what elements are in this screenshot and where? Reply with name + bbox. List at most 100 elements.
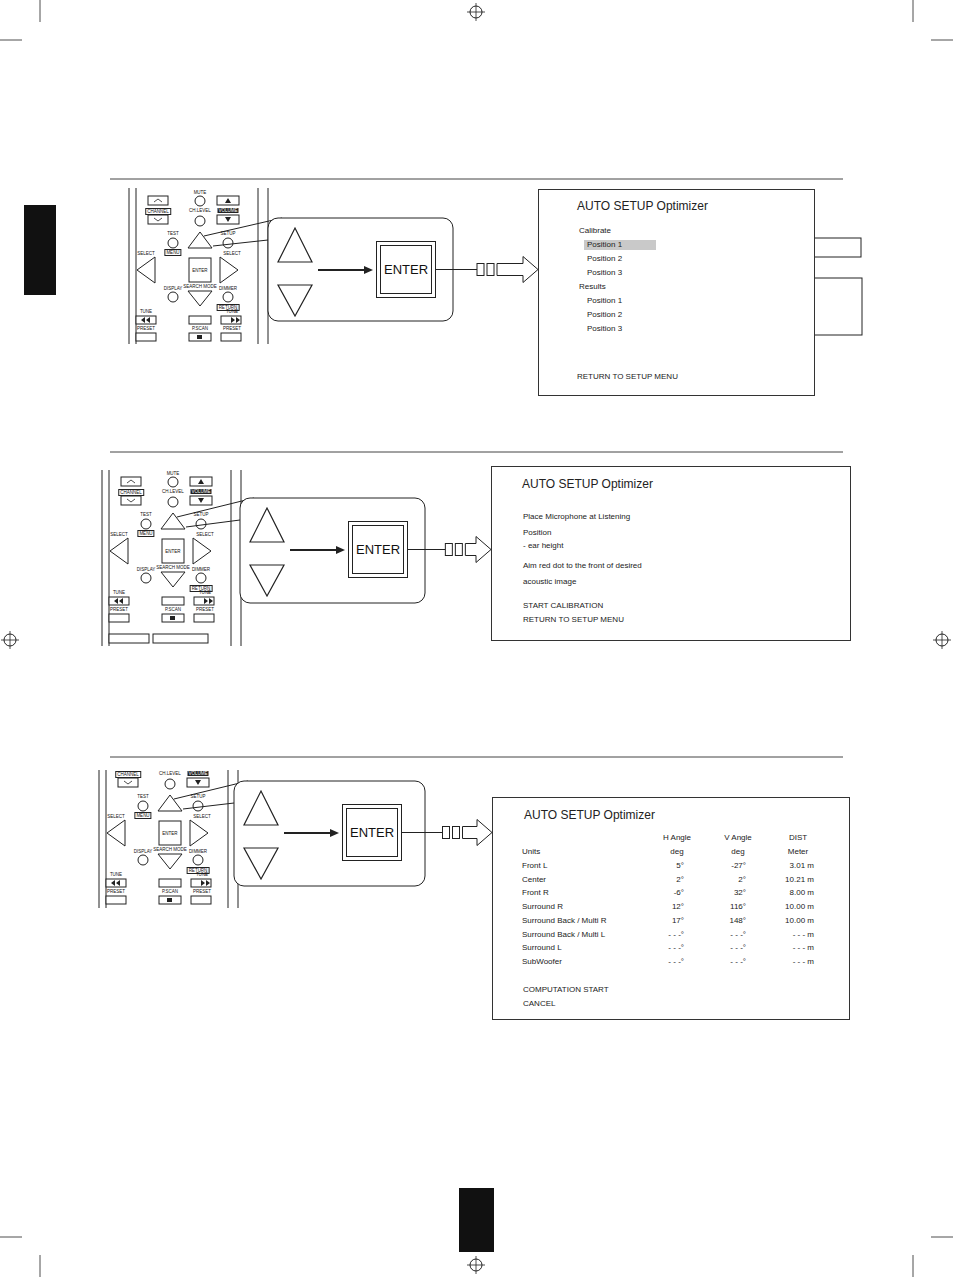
button-label: SETUP (189, 794, 206, 799)
remote-button (221, 333, 241, 341)
table-cell: 2° (676, 875, 684, 885)
button-label: DISPLAY (133, 849, 154, 854)
button-label: TEST (166, 231, 180, 236)
button-label: P.SCAN (164, 607, 182, 612)
remote-button (189, 316, 211, 324)
button-glyph (197, 335, 202, 339)
remote-button (161, 572, 185, 587)
button-label: PRESET (136, 326, 156, 331)
remote-control (102, 470, 241, 646)
language-tab (24, 205, 56, 295)
remote-button (168, 497, 178, 507)
up-button (244, 791, 278, 825)
table-cell: - - - m (793, 943, 814, 953)
button-label: MENU (137, 530, 154, 537)
button-label: SETUP (192, 512, 209, 517)
button-label: PRESET (195, 607, 215, 612)
table-cell: 32° (734, 888, 746, 898)
remote-button (118, 778, 138, 787)
section-rule (110, 452, 843, 453)
table-cell: - - - m (793, 930, 814, 940)
remote-button (159, 821, 181, 845)
button-label: CH.LEVEL (161, 489, 185, 494)
button-glyph (111, 880, 210, 886)
remote-button (136, 333, 156, 341)
arrow-tail-bar (477, 264, 484, 276)
remote-button (168, 292, 178, 302)
step-arrow (336, 546, 345, 554)
remote-button (148, 215, 168, 224)
button-label: VOLUME (187, 771, 208, 776)
screen-title: AUTO SETUP Optimizer (524, 808, 655, 822)
table-cell: - - -° (668, 957, 684, 967)
step-connector (402, 820, 492, 846)
crop-mark (40, 1255, 41, 1277)
table-cell: 2° (738, 875, 746, 885)
remote-button (148, 196, 168, 205)
button-label: SELECT (195, 532, 215, 537)
button-label: TUNE (139, 309, 153, 314)
table-cell: -6° (674, 888, 684, 898)
table-cell: Front R (522, 888, 549, 898)
connector-line (436, 269, 477, 270)
table-cell: Center (522, 875, 546, 885)
table-cell: 116° (730, 902, 746, 912)
remote-control (99, 770, 238, 908)
table-header: deg (731, 847, 744, 857)
table-cell: 10.21 m (785, 875, 814, 885)
button-label: TUNE (109, 872, 123, 877)
remote-button (196, 573, 206, 583)
setup-screen: AUTO SETUP OptimizerPlace Microphone at … (491, 466, 851, 641)
button-label: MENU (134, 812, 151, 819)
button-glyph (170, 616, 175, 620)
table-cell: -27° (731, 861, 746, 871)
menu-text: Aim red dot to the front of desired acou… (523, 558, 651, 590)
crop-mark (913, 1255, 914, 1277)
table-header: DIST (789, 833, 807, 843)
step-connector (408, 537, 491, 563)
button-label: MUTE (166, 471, 181, 476)
down-button (278, 285, 312, 316)
remote-button (223, 292, 233, 302)
button-glyph (141, 317, 240, 323)
remote-button (138, 855, 148, 865)
button-label: DISPLAY (136, 567, 157, 572)
step-arrow (330, 829, 339, 837)
zoom-frame (240, 498, 425, 603)
remote-button (121, 477, 141, 486)
zoom-line (183, 803, 234, 809)
table-cell: - - -° (730, 943, 746, 953)
crop-mark (40, 0, 41, 22)
remote-button (162, 597, 184, 605)
menu-text: Calibrate (579, 226, 611, 236)
remote-button (220, 257, 238, 283)
down-button (250, 565, 284, 596)
menu-text: CANCEL (523, 999, 555, 1009)
remote-button (109, 614, 129, 622)
button-label: MENU (164, 249, 181, 256)
table-header: V Angle (724, 833, 752, 843)
remote-button (159, 879, 181, 887)
button-label: ENTER (191, 268, 208, 273)
remote-button (159, 896, 181, 904)
remote-button (189, 258, 211, 282)
table-cell: 5° (676, 861, 684, 871)
table-header: H Angle (663, 833, 691, 843)
remote-button (158, 795, 182, 811)
button-label: TEST (139, 512, 153, 517)
menu-text: START CALIBRATION (523, 601, 603, 611)
button-glyph (167, 898, 172, 902)
button-label: SELECT (109, 532, 129, 537)
crop-mark (931, 40, 953, 41)
zoom-callout (177, 498, 425, 603)
table-cell: Surround Back / Multi R (522, 916, 606, 926)
button-label: TUNE (225, 309, 239, 314)
remote-button (195, 196, 205, 206)
table-cell: 10.00 m (785, 902, 814, 912)
menu-text: Position 3 (587, 324, 622, 334)
button-label: ENTER (384, 262, 428, 278)
arrow-tail-bar (445, 544, 452, 556)
step-arrow (364, 266, 373, 274)
table-header: Meter (788, 847, 808, 857)
